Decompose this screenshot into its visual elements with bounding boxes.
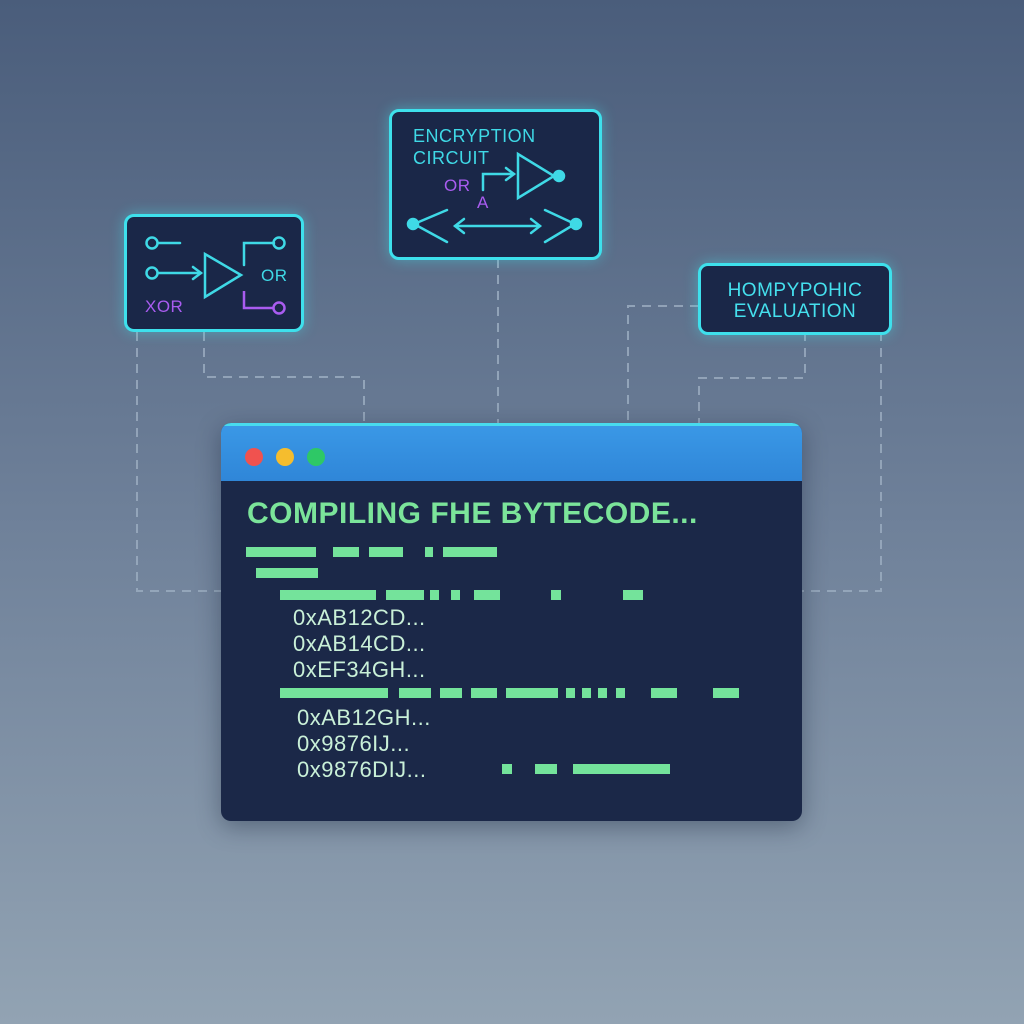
bytecode-bar: [651, 688, 677, 698]
terminal-window: COMPILING FHE BYTECODE... 0xAB12CD... 0x…: [221, 423, 802, 821]
bytecode-bar: [430, 590, 439, 600]
bytecode-bar: [573, 764, 670, 774]
gate-label-xor: XOR: [145, 297, 184, 316]
hex-line: 0xAB12GH...: [297, 705, 431, 730]
bytecode-bar: [506, 688, 558, 698]
bytecode-bar: [713, 688, 739, 698]
hex-line: 0xAB12CD...: [293, 605, 426, 630]
bytecode-bar: [598, 688, 607, 698]
homomorphic-evaluation-card: HOMPYPOHIC EVALUATION: [698, 263, 892, 335]
bytecode-bar: [369, 547, 403, 557]
encryption-label-or: OR: [444, 176, 471, 195]
logic-gate-diagram: [145, 236, 286, 315]
bytecode-bar: [582, 688, 591, 698]
buffer-gate-icon: [516, 151, 557, 201]
encryption-title-line1: ENCRYPTION: [413, 126, 536, 146]
connector-circuit-left: [136, 332, 221, 592]
gate-label-or: OR: [261, 266, 288, 285]
bytecode-bar: [471, 688, 497, 698]
bytecode-bar: [535, 764, 557, 774]
close-button[interactable]: [245, 448, 263, 466]
bytecode-bar: [333, 547, 359, 557]
bytecode-bar: [256, 568, 318, 578]
bytecode-bar: [246, 547, 316, 557]
bytecode-bar: [386, 590, 424, 600]
bytecode-bar: [623, 590, 643, 600]
hex-line: 0x9876IJ...: [297, 731, 411, 756]
bytecode-bar: [566, 688, 575, 698]
terminal-heading: COMPILING FHE BYTECODE...: [247, 497, 698, 530]
bytecode-bar: [443, 547, 497, 557]
bytecode-bar: [616, 688, 625, 698]
bytecode-bar: [474, 590, 500, 600]
minimize-button[interactable]: [276, 448, 294, 466]
bytecode-bar: [502, 764, 512, 774]
hex-line: 0xEF34GH...: [293, 657, 426, 682]
encryption-circuit-card: ENCRYPTION CIRCUIT OR A: [389, 109, 602, 260]
encryption-circuit-diagram: [406, 151, 583, 244]
bytecode-bar: [551, 590, 561, 600]
encryption-label-a: A: [477, 193, 489, 212]
connector-circuit-right: [203, 332, 365, 423]
bytecode-bar: [440, 688, 462, 698]
hex-line: 0xAB14CD...: [293, 631, 426, 656]
maximize-button[interactable]: [307, 448, 325, 466]
bytecode-bar: [280, 590, 376, 600]
bytecode-bar: [451, 590, 460, 600]
buffer-gate-icon: [203, 251, 244, 300]
logic-circuit-card: OR XOR: [124, 214, 304, 332]
bytecode-bar: [399, 688, 431, 698]
bytecode-bar: [425, 547, 433, 557]
connector-homomorphic-left: [627, 305, 699, 423]
connector-homomorphic-right: [802, 332, 882, 592]
homomorphic-title-line2: EVALUATION: [733, 301, 857, 322]
hex-line: 0x9876DIJ...: [297, 757, 427, 782]
homomorphic-title-line1: HOMPYPOHIC: [727, 280, 863, 301]
terminal-titlebar: [221, 423, 802, 481]
bytecode-bar: [280, 688, 388, 698]
encryption-title-line2: CIRCUIT: [413, 148, 490, 168]
connector-homomorphic-mid: [698, 332, 806, 423]
